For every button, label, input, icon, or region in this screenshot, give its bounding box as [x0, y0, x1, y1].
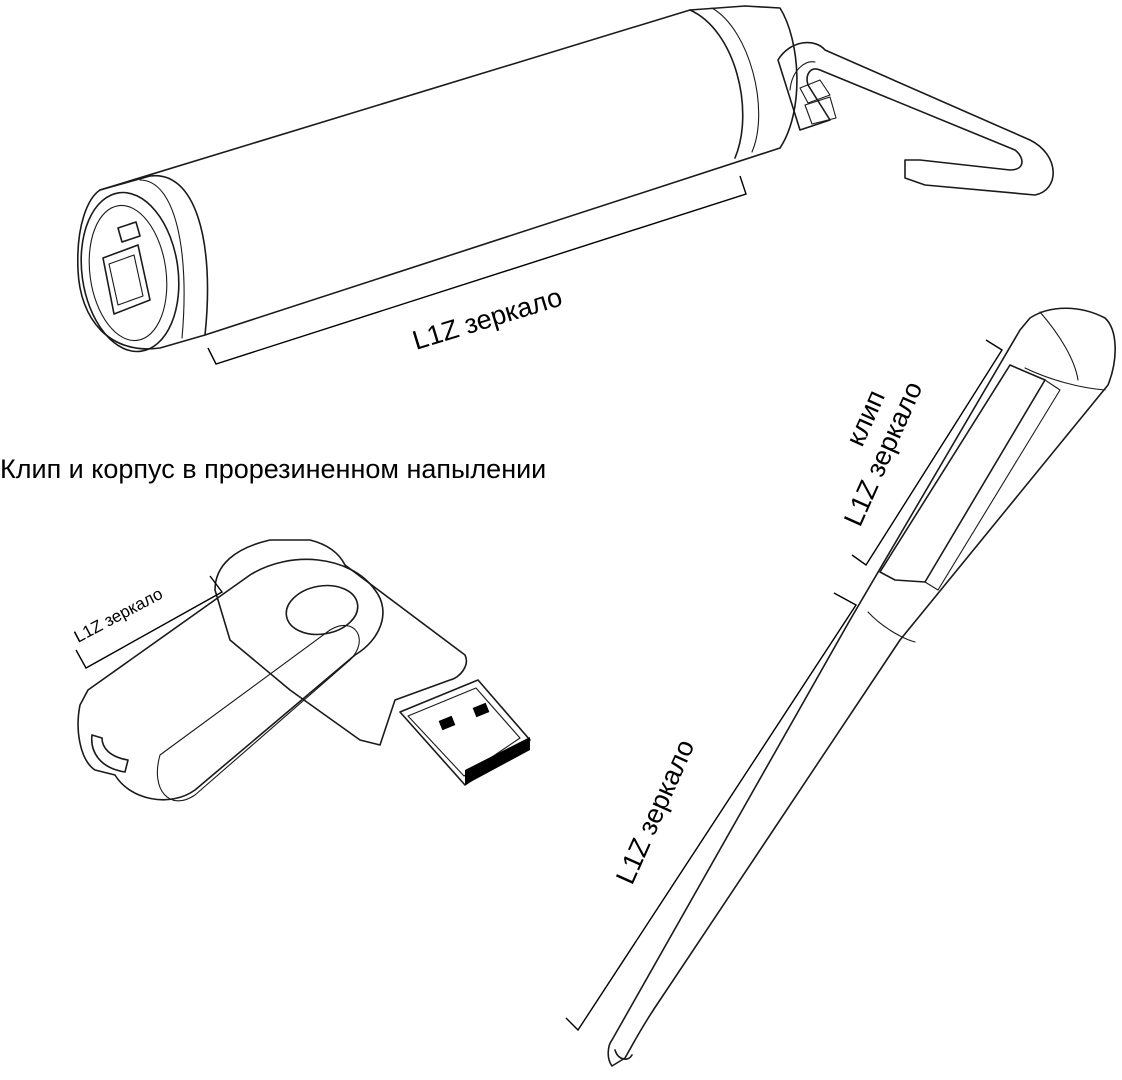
- micro-port-icon: [117, 221, 141, 243]
- powerbank-drawing: L1Z зеркало: [77, 5, 1054, 365]
- powerbank-end-face-inner: [88, 204, 168, 342]
- usb-dimension-bracket: [75, 575, 224, 669]
- powerbank-right-cap: [689, 9, 744, 159]
- pen-body-label: L1Z зеркало: [610, 735, 700, 888]
- powerbank-end-face: [80, 191, 180, 353]
- powerbank-body: [77, 5, 798, 350]
- usb-pin-2: [472, 702, 490, 718]
- usb-label: L1Z зеркало: [71, 584, 166, 646]
- usb-cover-inner: [156, 624, 360, 802]
- usb-connector: [399, 679, 531, 786]
- usb-lanyard-notch: [91, 734, 129, 773]
- coating-caption: Клип и корпус в прорезиненном напылении: [0, 454, 547, 484]
- pen-clip: [879, 364, 1046, 583]
- usb-pivot-hole: [285, 584, 359, 636]
- usb-swivel-cover: [77, 558, 384, 801]
- usb-port-icon: [102, 244, 151, 315]
- powerbank-left-cap-ring: [99, 174, 209, 336]
- powerbank-label: L1Z зеркало: [409, 282, 566, 356]
- pen-clip-dimension-bracket: [851, 339, 1003, 567]
- pen-drawing: клип L1Z зеркало L1Z зеркало: [565, 307, 1116, 1067]
- pen-body: [607, 307, 1116, 1067]
- pen-top-cap: [1024, 367, 1106, 391]
- pen-body-dimension-bracket: [565, 592, 858, 1032]
- usb-connector-tongue: [465, 737, 530, 785]
- usb-body-back: [214, 539, 468, 746]
- powerbank-dimension-bracket: [207, 175, 747, 365]
- powerbank-cap-inner: [139, 179, 185, 339]
- carabiner-clip: [777, 41, 1054, 196]
- pen-tip: [614, 1049, 633, 1060]
- pen-body-separator: [867, 611, 916, 643]
- usb-pin-1: [438, 715, 456, 731]
- usb-flash-drive-drawing: L1Z зеркало: [71, 539, 531, 802]
